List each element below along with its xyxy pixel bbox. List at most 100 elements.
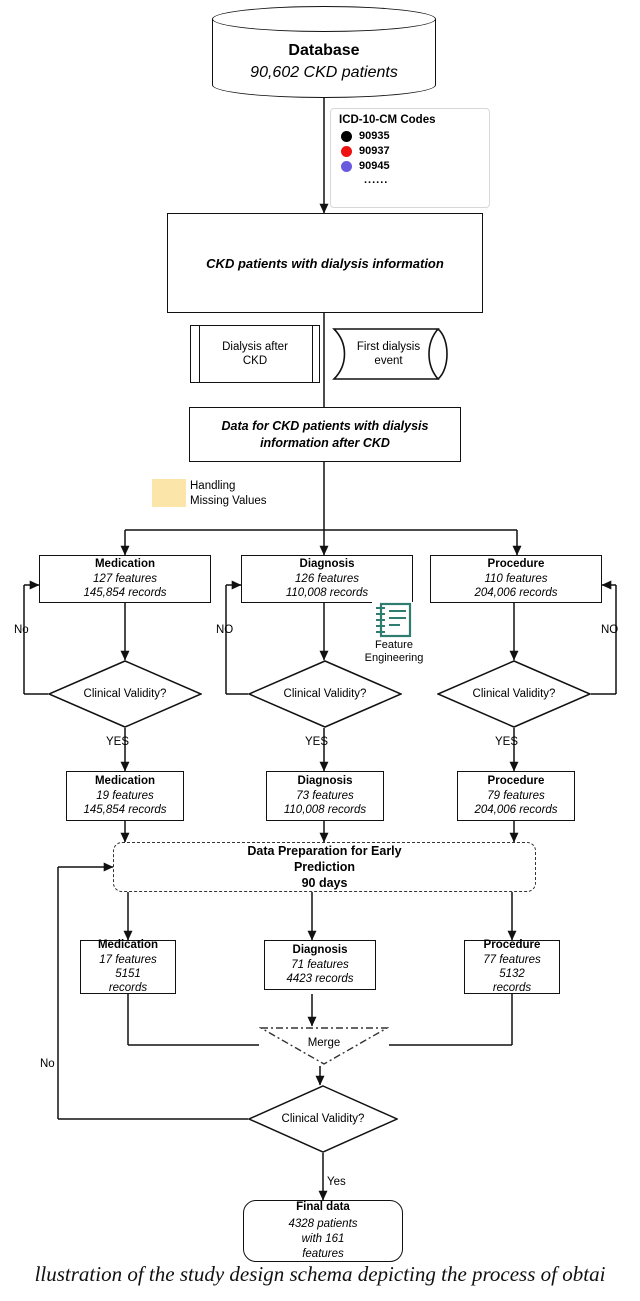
first-dialysis-event-label: First dialysis event bbox=[357, 340, 420, 369]
stage3-diagnosis-node: Diagnosis 71 features 4423 records bbox=[264, 940, 376, 990]
node-records: 204,006 records bbox=[474, 587, 558, 600]
edge-label-no-3: NO bbox=[601, 624, 619, 636]
node-features: 79 features bbox=[487, 789, 545, 802]
merge-node: Merge bbox=[259, 1026, 389, 1066]
ckd-patients-label: CKD patients with dialysis information bbox=[206, 255, 444, 271]
node-features: 127 features bbox=[93, 572, 157, 585]
merge-label: Merge bbox=[307, 1037, 341, 1049]
node-records: 110,008 records bbox=[283, 804, 367, 817]
diamond-shape bbox=[437, 660, 591, 728]
decision-label: Clinical Validity? bbox=[83, 688, 167, 700]
icd-legend: ICD-10-CM Codes 90935 90937 90945 ...... bbox=[330, 108, 490, 208]
label-line: 4328 patients bbox=[288, 1218, 358, 1231]
stage1-diagnosis-node: Diagnosis 126 features 110,008 records bbox=[241, 555, 413, 603]
label-line: features bbox=[302, 1247, 344, 1260]
node-title: Medication bbox=[94, 558, 156, 571]
icd-legend-item: 90945 bbox=[341, 161, 390, 172]
edge-label-yes-3: YES bbox=[495, 736, 519, 748]
edge-label-yes-4: Yes bbox=[327, 1176, 346, 1188]
label-line: First dialysis bbox=[356, 340, 421, 353]
stage3-medication-node: Medication 17 features 5151 records bbox=[80, 939, 176, 995]
icd-code: 90935 bbox=[359, 130, 390, 142]
node-features: 71 features bbox=[291, 958, 349, 971]
diamond-shape bbox=[48, 660, 202, 728]
node-records: 4423 records bbox=[286, 973, 354, 986]
node-records: 110,008 records bbox=[285, 587, 369, 600]
icd-code: 90937 bbox=[359, 145, 390, 157]
data-preparation-node: Data Preparation for Early Prediction 90… bbox=[113, 842, 536, 892]
label-line: Prediction bbox=[293, 859, 356, 874]
node-records: 5132 bbox=[499, 968, 525, 980]
node-features: 110 features bbox=[484, 572, 548, 585]
decision-clinical-validity-4: Clinical Validity? bbox=[248, 1085, 398, 1153]
database-title: Database bbox=[288, 42, 360, 59]
data-for-ckd-node: Data for CKD patients with dialysis info… bbox=[189, 407, 461, 462]
node-records: 5151 bbox=[115, 968, 141, 980]
dialysis-after-ckd-node: Dialysis after CKD bbox=[190, 325, 320, 383]
label-line: 90 days bbox=[301, 876, 348, 891]
stage1-medication-node: Medication 127 features 145,854 records bbox=[39, 555, 211, 603]
stage2-diagnosis-node: Diagnosis 73 features 110,008 records bbox=[266, 771, 384, 821]
node-records-2: records bbox=[492, 982, 532, 995]
handling-missing-values-label: Handling Missing Values bbox=[190, 478, 300, 510]
node-features: 17 features bbox=[99, 953, 157, 966]
icd-ellipsis: ...... bbox=[364, 174, 389, 186]
edge-label-yes-1: YES bbox=[106, 736, 130, 748]
cylinder-top bbox=[212, 6, 436, 32]
node-title: Procedure bbox=[487, 558, 545, 571]
icd-code: 90945 bbox=[359, 160, 390, 172]
node-features: 126 features bbox=[295, 572, 359, 585]
legend-dot-black bbox=[341, 131, 352, 142]
node-title: Medication bbox=[94, 775, 156, 788]
tape-shape bbox=[332, 328, 448, 380]
final-data-node: Final data 4328 patients with 161 featur… bbox=[243, 1200, 403, 1262]
stage2-procedure-node: Procedure 79 features 204,006 records bbox=[457, 771, 575, 821]
label-line: with 161 bbox=[301, 1233, 345, 1245]
decision-clinical-validity-3: Clinical Validity? bbox=[437, 660, 591, 728]
node-title: Diagnosis bbox=[299, 558, 355, 571]
stage3-procedure-node: Procedure 77 features 5132 records bbox=[464, 939, 560, 995]
label-line: Missing Values bbox=[190, 495, 267, 507]
label-line: Engineering bbox=[364, 652, 424, 664]
node-title: Diagnosis bbox=[297, 775, 353, 788]
decision-label: Clinical Validity? bbox=[472, 688, 556, 700]
node-records: 145,854 records bbox=[83, 804, 167, 817]
label-line: CKD bbox=[242, 355, 268, 367]
dialysis-after-ckd-label: Dialysis after CKD bbox=[222, 340, 288, 369]
decision-label: Clinical Validity? bbox=[283, 688, 367, 700]
node-title: Medication bbox=[97, 939, 159, 952]
node-title: Procedure bbox=[487, 775, 545, 788]
edge-label-yes-2: YES bbox=[305, 736, 329, 748]
notebook-icon bbox=[372, 602, 414, 638]
ckd-patients-node: CKD patients with dialysis information bbox=[167, 213, 483, 313]
label-line: event bbox=[374, 355, 403, 367]
database-label: Database 90,602 CKD patients bbox=[212, 40, 436, 83]
node-features: 19 features bbox=[96, 789, 154, 802]
node-records: 204,006 records bbox=[474, 804, 558, 817]
handling-missing-values-swatch bbox=[152, 479, 186, 507]
feature-engineering-label: Feature Engineering bbox=[355, 638, 433, 666]
icd-legend-item: 90937 bbox=[341, 146, 390, 157]
label-line: information after CKD bbox=[260, 435, 390, 450]
database-node: Database 90,602 CKD patients bbox=[212, 6, 436, 98]
node-records-2: records bbox=[108, 982, 148, 995]
notebook-icon-svg bbox=[376, 602, 412, 638]
node-title: Procedure bbox=[483, 939, 541, 952]
node-features: 77 features bbox=[483, 953, 541, 966]
node-title: Final data bbox=[296, 1201, 350, 1214]
label-line: Feature bbox=[375, 638, 413, 651]
decision-clinical-validity-1: Clinical Validity? bbox=[48, 660, 202, 728]
stage1-procedure-node: Procedure 110 features 204,006 records bbox=[430, 555, 602, 603]
edge-label-no-2: NO bbox=[216, 624, 234, 636]
label-line: Data for CKD patients with dialysis bbox=[221, 418, 429, 433]
database-subtitle: 90,602 CKD patients bbox=[250, 63, 398, 81]
label-line: Handling bbox=[190, 480, 236, 493]
diamond-shape bbox=[248, 1085, 398, 1153]
decision-clinical-validity-2: Clinical Validity? bbox=[248, 660, 402, 728]
stage2-medication-node: Medication 19 features 145,854 records bbox=[66, 771, 184, 821]
first-dialysis-event-node: First dialysis event bbox=[330, 325, 455, 383]
node-title: Diagnosis bbox=[292, 944, 348, 957]
legend-dot-blue bbox=[341, 161, 352, 172]
edge-label-no-4: No bbox=[40, 1058, 55, 1070]
